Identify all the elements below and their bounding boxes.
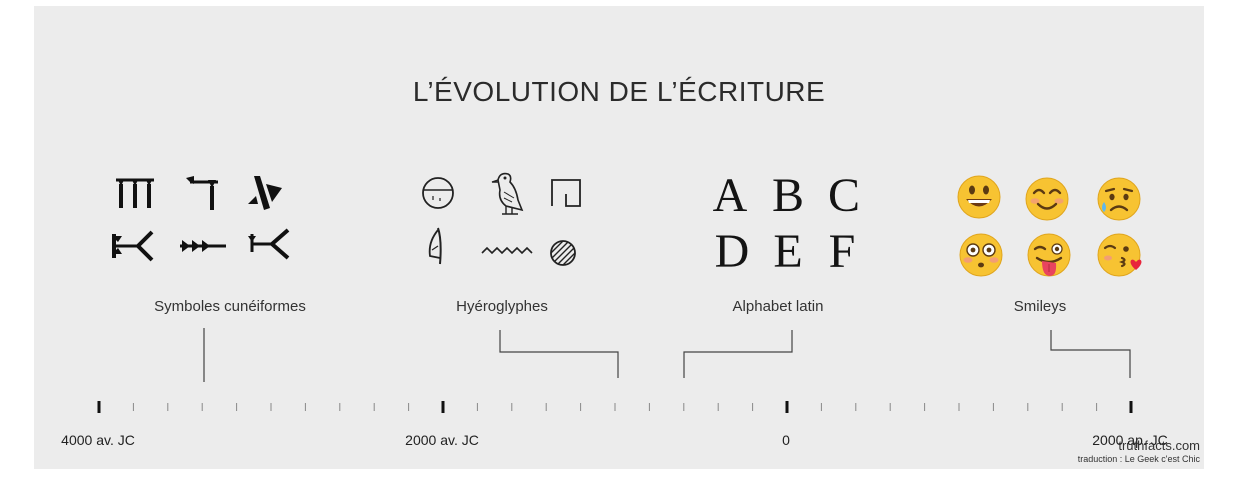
tick-label-zero: 0 [782,432,790,448]
hieroglyph-label: Hyéroglyphes [456,298,548,315]
hieroglyph-water-icon [480,244,536,258]
cuneiform-arrows-icon [178,236,228,256]
cuneiform-hook-icon [184,174,224,212]
letter-e: E [773,225,803,278]
poster-panel [34,6,1204,469]
tick-label-2000-ad: 2000 ap. JC [1092,432,1168,448]
cuneiform-label: Symboles cunéiformes [154,298,306,315]
credit-translation: traduction : Le Geek c'est Chic [1077,454,1200,464]
kissing-face-icon [1096,232,1146,278]
hieroglyph-reed-icon [424,226,450,266]
grinning-face-icon [956,174,1002,220]
hieroglyph-house-icon [550,178,582,208]
cuneiform-triple-wedge-icon [112,176,158,212]
smiley-connector [1050,330,1131,378]
hieroglyph-sieve-icon [548,238,578,268]
credit-site: truthfacts.com [1118,438,1200,453]
cuneiform-angle-icon [246,174,286,214]
hieroglyph-connector [499,330,619,378]
letter-c: C [827,169,860,222]
tick-label-4000-bc: 4000 av. JC [61,432,135,448]
flushed-face-icon [958,232,1004,278]
latin-connector [683,330,793,378]
cuneiform-split-icon [108,230,158,262]
latin-label: Alphabet latin [732,298,824,315]
smiley-label: Smileys [1013,298,1067,315]
letter-d: D [714,225,750,278]
cuneiform-fork-icon [246,228,292,260]
tongue-wink-face-icon [1026,232,1072,280]
letter-a: A [712,169,748,222]
page-title: L’ÉVOLUTION DE L’ÉCRITURE [412,76,826,107]
timeline-ticks [97,401,1133,413]
letter-f: F [828,225,856,278]
tick-label-2000-bc: 2000 av. JC [405,432,479,448]
smiling-face-icon [1024,176,1070,222]
hieroglyph-bird-icon [486,170,526,216]
sad-sweat-face-icon [1096,176,1142,222]
hieroglyph-placenta-icon [418,176,458,210]
letter-b: B [771,169,804,222]
